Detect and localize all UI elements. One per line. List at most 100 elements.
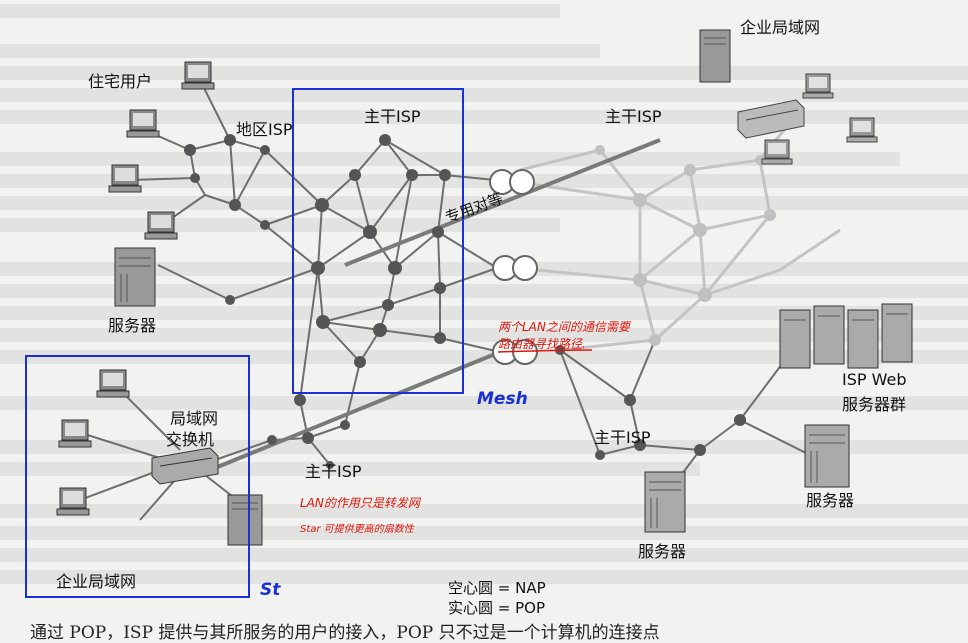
pop-node xyxy=(595,145,605,155)
star-handwriting: St xyxy=(260,580,281,600)
background-text-line xyxy=(0,328,968,342)
pop-node xyxy=(260,145,270,155)
tier1-isp-bottom-label: 主干ISP xyxy=(305,462,362,481)
enterprise-lan-top-label: 企业局域网 xyxy=(740,18,821,37)
legend-pop: 实心圆 = POP xyxy=(448,599,546,617)
background-text-line xyxy=(0,396,968,410)
background-text-line xyxy=(0,196,968,210)
tier1-isp-top-label: 主干ISP xyxy=(364,107,421,126)
pop-node xyxy=(406,169,418,181)
computer-icon xyxy=(846,117,878,143)
background-text-line xyxy=(0,218,560,232)
pop-node xyxy=(229,199,241,211)
server-icon xyxy=(227,494,263,546)
server-towers xyxy=(114,29,913,546)
pop-node xyxy=(388,261,402,275)
pop-node xyxy=(224,134,236,146)
red-note-line-2: 路由器寻找路径. xyxy=(498,337,586,351)
pop-node xyxy=(633,273,647,287)
background-text-line xyxy=(0,174,968,188)
pop-node xyxy=(379,134,391,146)
pop-node xyxy=(316,315,330,329)
residential-users-label: 住宅用户 xyxy=(88,72,153,91)
private-peering-link xyxy=(344,138,661,267)
computer-icon xyxy=(761,139,793,165)
background-text-line xyxy=(0,306,968,320)
computer-icon xyxy=(144,211,178,240)
computer-icon xyxy=(126,109,160,138)
server-icon xyxy=(114,247,156,307)
computer-icon xyxy=(108,164,142,193)
server-bottom-label: 服务器 xyxy=(638,542,687,561)
pop-node xyxy=(315,198,329,212)
lan-switch-label-2: 交换机 xyxy=(166,430,215,449)
pop-node xyxy=(311,261,325,275)
pop-node xyxy=(698,288,712,302)
computer-icon xyxy=(56,487,90,516)
pop-node xyxy=(267,435,277,445)
enterprise-switch-icon xyxy=(737,99,805,139)
legend-nap: 空心圆 = NAP xyxy=(448,579,546,597)
pop-node xyxy=(634,439,646,451)
pop-node xyxy=(439,169,451,181)
secondary-links xyxy=(515,109,841,352)
pop-node xyxy=(693,223,707,237)
mesh-annotation-box xyxy=(292,88,464,394)
star-annotation-box xyxy=(25,355,250,598)
computer-icon xyxy=(96,369,130,398)
isp-web-label-1: ISP Web xyxy=(842,370,907,389)
background-text-line xyxy=(0,4,560,18)
server-icon xyxy=(644,471,686,533)
nap-node xyxy=(509,169,535,195)
pop-node xyxy=(764,209,776,221)
pop-node xyxy=(326,461,334,469)
pop-nodes xyxy=(184,134,746,469)
server-left-label: 服务器 xyxy=(108,316,157,335)
bottom-caption: 通过 POP，ISP 提供与其所服务的用户的接入，POP 只不过是一个计算机的连… xyxy=(30,623,660,643)
background-text-line xyxy=(0,570,968,584)
pop-node xyxy=(354,356,366,368)
red-note-underline xyxy=(497,349,593,353)
pop-node xyxy=(260,220,270,230)
pop-node xyxy=(382,299,394,311)
computer-icon xyxy=(58,419,92,448)
pop-node xyxy=(373,323,387,337)
pop-node xyxy=(694,444,706,456)
pop-node xyxy=(633,193,647,207)
isp-web-label-2: 服务器群 xyxy=(842,395,907,414)
computer-icon xyxy=(181,61,215,90)
tier1-isp-right-label: 主干ISP xyxy=(605,107,662,126)
nap-nodes xyxy=(489,169,538,365)
pop-node xyxy=(225,295,235,305)
enterprise-to-nap-link xyxy=(214,350,501,470)
pop-node xyxy=(190,173,200,183)
lan-computers xyxy=(56,369,130,516)
pop-node xyxy=(649,334,661,346)
pop-node xyxy=(624,394,636,406)
pop-node xyxy=(432,226,444,238)
server-icon xyxy=(699,29,731,83)
lan-switch-icon xyxy=(151,447,219,485)
enterprise-top-computers xyxy=(761,73,878,165)
mesh-handwriting: Mesh xyxy=(477,389,528,409)
nap-node xyxy=(512,255,538,281)
pop-node xyxy=(363,225,377,239)
background-text-line xyxy=(0,110,968,124)
pop-node xyxy=(184,144,196,156)
red-note-line-1: 两个LAN之间的通信需要 xyxy=(498,320,630,334)
pop-node xyxy=(340,420,350,430)
background-text-line xyxy=(0,152,900,166)
server-right-label: 服务器 xyxy=(806,491,855,510)
pop-node xyxy=(302,432,314,444)
lan-switch-label-1: 局域网 xyxy=(170,409,219,428)
pop-node xyxy=(434,282,446,294)
pop-nodes-light xyxy=(595,145,776,346)
background-text-line xyxy=(0,262,968,276)
background-text-line xyxy=(0,44,600,58)
server-icon xyxy=(804,424,850,488)
pop-node xyxy=(434,332,446,344)
background-text-line xyxy=(0,548,968,562)
lan-note-line-1: LAN的作用只是转发网 xyxy=(300,496,420,510)
pop-node xyxy=(349,169,361,181)
tier1-isp-lower-right-label: 主干ISP xyxy=(594,428,651,447)
